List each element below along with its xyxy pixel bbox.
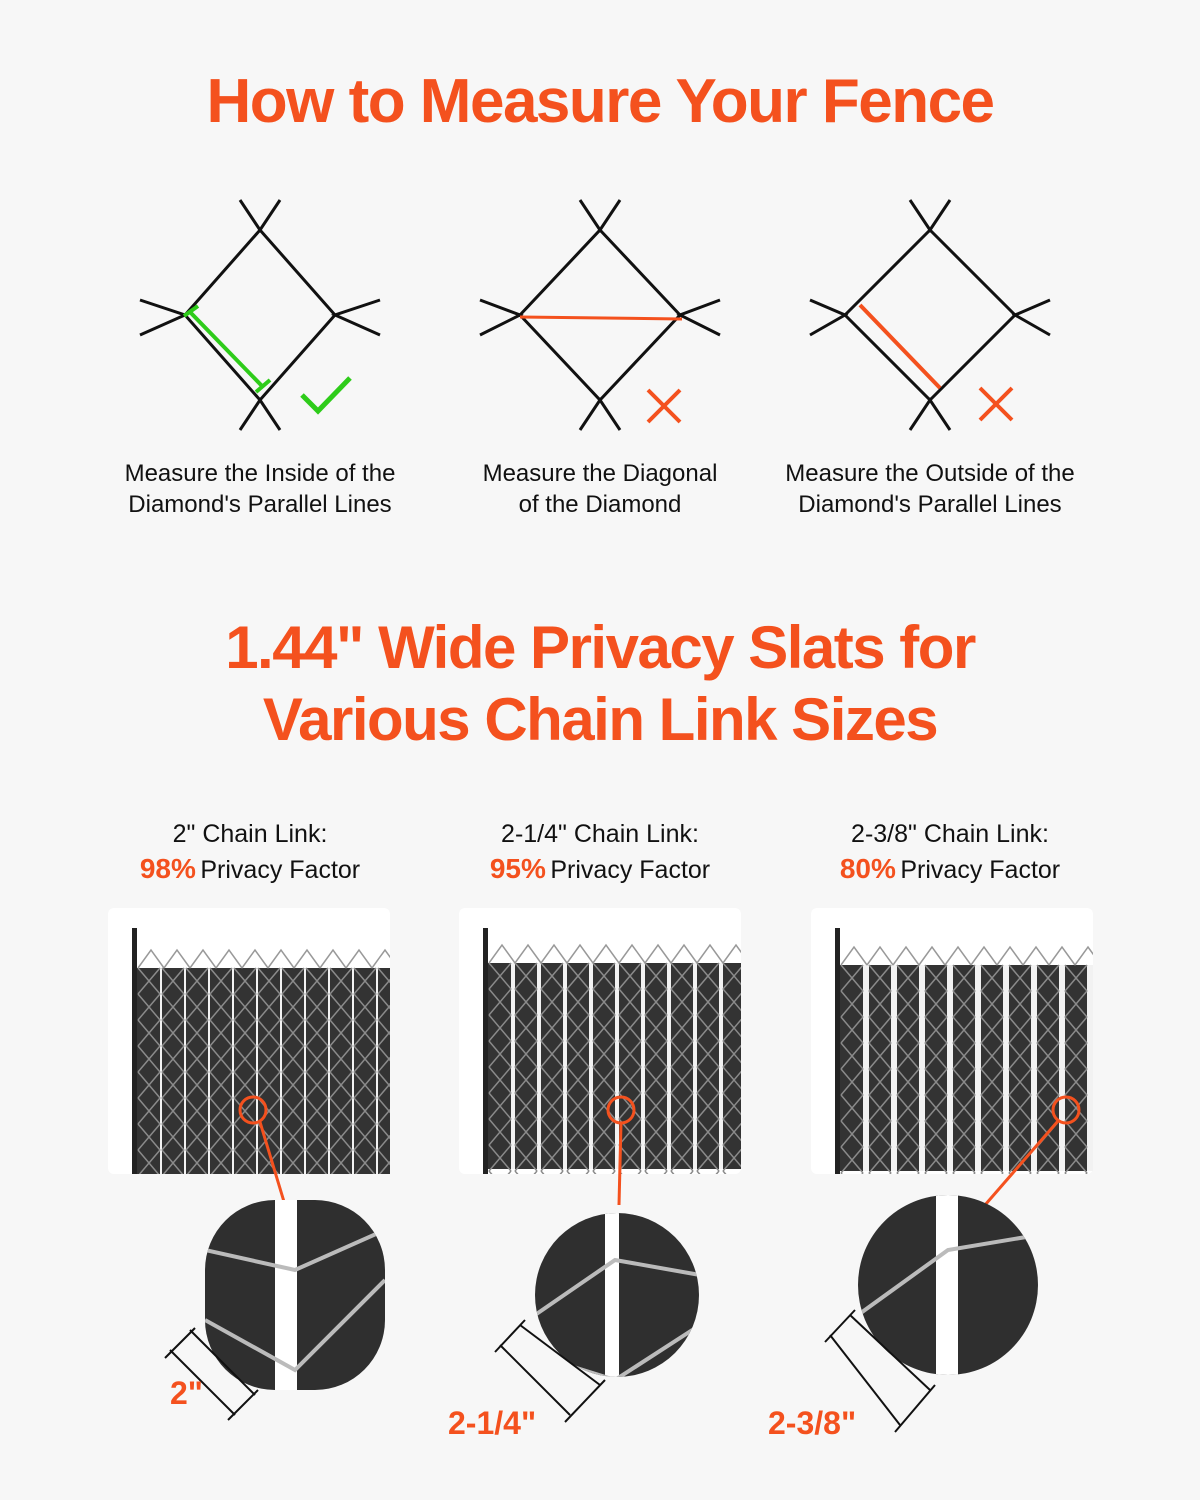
method-caption: Measure the Inside of the Diamond's Para… — [124, 460, 396, 518]
diamond-diagram — [809, 199, 1051, 431]
diamond-diagram — [479, 199, 721, 431]
measure-label: 2-3/8" — [768, 1405, 857, 1441]
fence-photo — [811, 908, 1093, 1174]
method-caption: Measure the Diagonal of the Diamond — [482, 460, 718, 518]
zoom-2-1-4in — [535, 1213, 699, 1377]
measure-line — [188, 310, 264, 388]
measure-label: 2" — [170, 1375, 203, 1411]
size-2-3-8in: 2-3/8" Chain Link: 80% Privacy Factor — [839, 820, 1061, 884]
section-title: 1.44" Wide Privacy Slats for Various Cha… — [225, 614, 976, 753]
zoom-2-3-8in — [858, 1195, 1038, 1375]
measure-label: 2-1/4" — [448, 1405, 537, 1441]
fence-photo — [108, 908, 390, 1174]
size-2in: 2" Chain Link: 98% Privacy Factor — [139, 820, 361, 884]
page-title: How to Measure Your Fence — [206, 67, 995, 136]
method-inside: Measure the Inside of the Diamond's Para… — [90, 190, 430, 530]
cross-icon — [646, 388, 682, 424]
fence-photo — [459, 908, 741, 1174]
zoom-2in — [205, 1200, 385, 1390]
callout-lines — [238, 1095, 1081, 1206]
check-icon — [300, 376, 352, 415]
method-caption: Measure the Outside of the Diamond's Par… — [785, 460, 1075, 518]
cross-icon — [978, 386, 1014, 422]
measure-line — [519, 315, 683, 321]
measure-line — [858, 303, 942, 390]
size-2-1-4in: 2-1/4" Chain Link: 95% Privacy Factor — [489, 820, 711, 884]
diamond-diagram — [139, 199, 381, 431]
method-diagonal: Measure the Diagonal of the Diamond — [430, 190, 770, 530]
method-outside: Measure the Outside of the Diamond's Par… — [760, 190, 1100, 530]
measure-brackets — [164, 1309, 936, 1433]
